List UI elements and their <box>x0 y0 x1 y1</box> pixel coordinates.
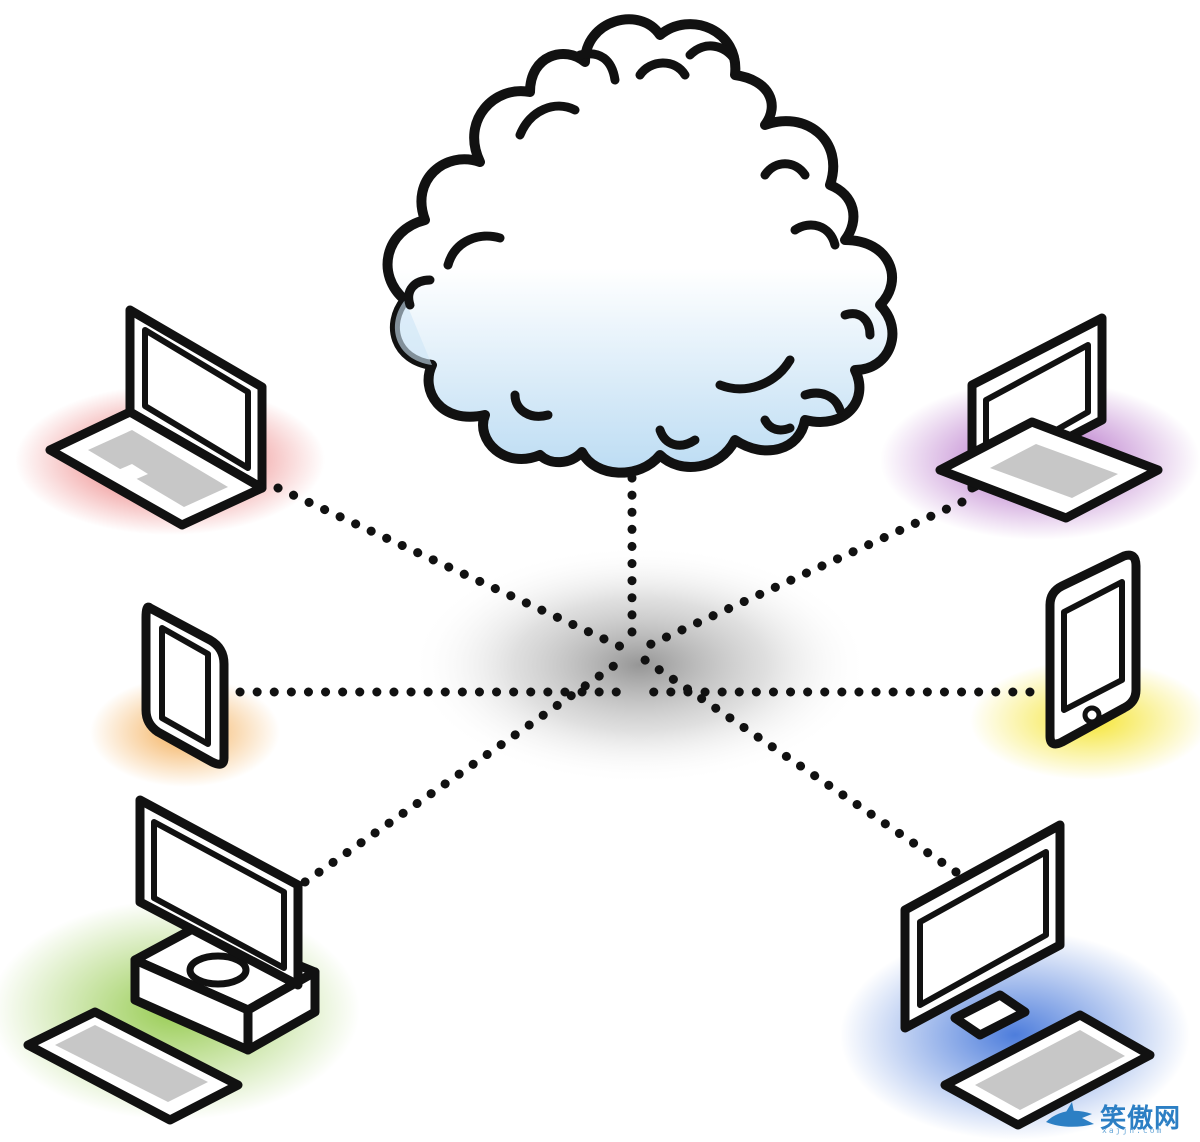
line-desktop-left <box>300 653 630 887</box>
tablet-icon-left <box>141 602 229 769</box>
watermark: 笑傲网 xajjn.com <box>1042 1100 1192 1136</box>
watermark-text: 笑傲网 <box>1100 1104 1182 1134</box>
desktop-icon-bottom-left <box>23 795 320 1125</box>
line-laptop-left <box>273 483 633 655</box>
laptop-icon-top-right <box>935 313 1163 523</box>
line-desktop-right <box>640 655 961 877</box>
cloud-icon <box>382 14 898 478</box>
tablet-icon-right <box>1045 550 1141 749</box>
laptop-icon-top-left <box>45 305 267 530</box>
shark-logo-icon <box>1046 1102 1094 1127</box>
connection-lines <box>235 473 1035 887</box>
desktop-icon-bottom-right <box>900 820 1155 1130</box>
watermark-subtext: xajjn.com <box>1102 1126 1164 1135</box>
